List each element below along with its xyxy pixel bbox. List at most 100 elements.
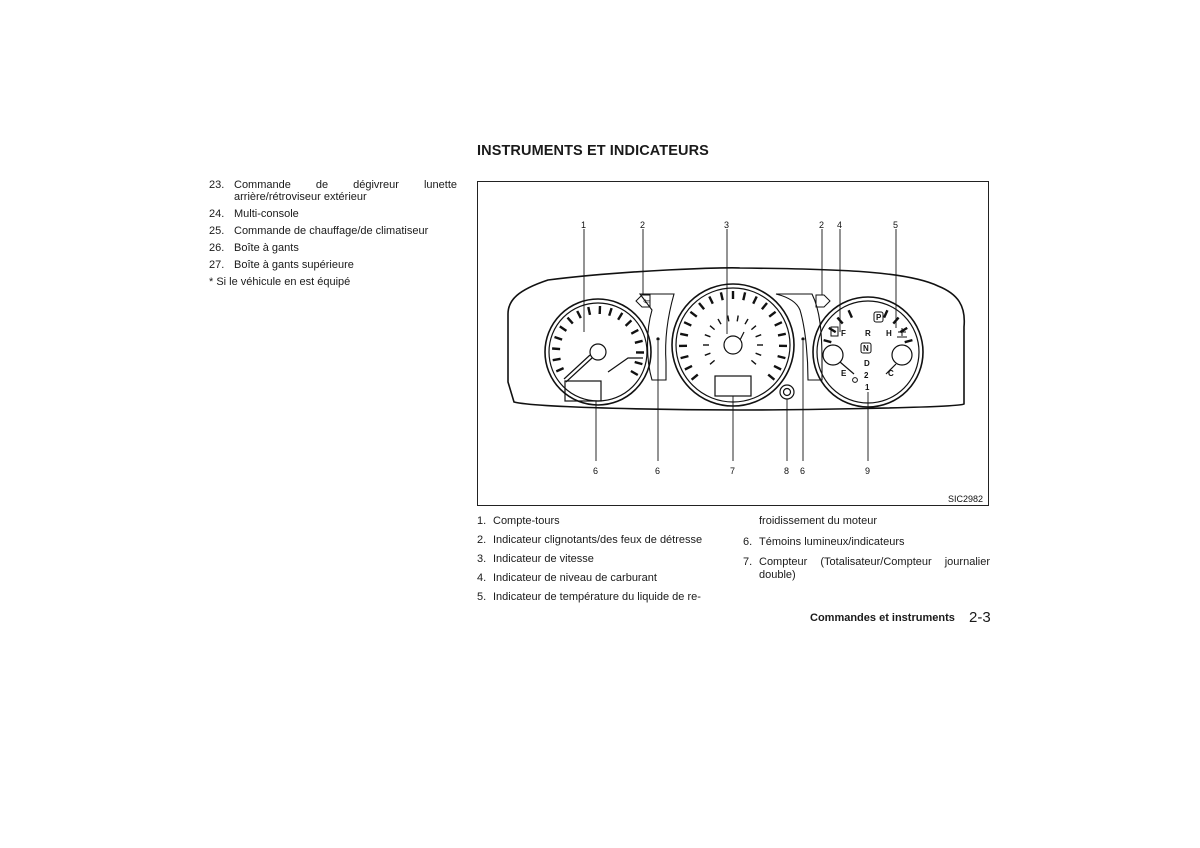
- callout-7: 7: [730, 466, 735, 476]
- warning-light-left: [656, 337, 660, 341]
- gear-1-letter: 1: [865, 383, 870, 392]
- left-list: 23. Commande de dégivreur lunette arrièr…: [209, 179, 457, 288]
- callout-9: 9: [865, 466, 870, 476]
- legend-continuation: froidissement du moteur: [759, 515, 877, 527]
- callout-lines-bottom: [595, 341, 869, 461]
- speedometer-tick: [719, 292, 724, 301]
- tachometer-tick: [554, 335, 563, 341]
- speedometer-inner-tick: [744, 318, 749, 325]
- speedometer-tick: [698, 302, 706, 311]
- temp-hot-letter: H: [886, 329, 892, 338]
- callout-2: 2: [640, 220, 645, 230]
- callout-4: 4: [837, 220, 842, 230]
- temp-cold-letter: C: [888, 369, 894, 378]
- legend-number: 3.: [477, 553, 487, 565]
- speedometer-tick: [767, 373, 776, 381]
- callout-3: 3: [724, 220, 729, 230]
- fuel-empty-letter: E: [841, 369, 847, 378]
- temperature-gauge-tick: [883, 309, 889, 319]
- list-item: 25. Commande de chauffage/de climatiseur: [209, 225, 457, 237]
- legend-item: 7. Compteur (Totalisateur/Compteur journ…: [743, 556, 990, 582]
- list-item-text: Commande de chauffage/de climatiseur: [234, 225, 429, 237]
- legend-number: 1.: [477, 515, 487, 527]
- temperature-gauge-ticks: [883, 309, 913, 344]
- page-title: INSTRUMENTS ET INDICATEURS: [477, 143, 709, 159]
- legend-text: Compte-tours: [493, 515, 560, 527]
- speedometer-inner-tick: [736, 315, 739, 322]
- right-turn-arrow-icon: [815, 294, 831, 308]
- gear-p-letter: P: [876, 313, 882, 322]
- speedometer-tick: [742, 292, 747, 301]
- speedometer-tick: [768, 310, 777, 318]
- list-item: 27. Boîte à gants supérieure: [209, 259, 457, 271]
- speedometer-tick: [680, 354, 689, 360]
- legend-number: 2.: [477, 534, 487, 546]
- legend-item: 6.Témoins lumineux/indicateurs: [743, 536, 905, 549]
- legend-item: 1. Compte-tours: [477, 515, 560, 528]
- temperature-gauge-tick: [904, 338, 913, 344]
- tachometer-tick: [617, 312, 624, 321]
- legend-number: 4.: [477, 572, 487, 584]
- legend-text: Indicateur de niveau de carburant: [493, 572, 657, 584]
- tachometer-tick: [634, 339, 643, 344]
- speedometer-inner-tick: [727, 315, 730, 322]
- speedometer-tick: [683, 321, 692, 327]
- tachometer-tick: [552, 347, 561, 351]
- left-turn-arrow-glyph: ⇦: [643, 296, 651, 306]
- warning-light-right: [801, 337, 805, 341]
- speedometer-inner-tick: [750, 359, 757, 365]
- fuel-gauge-tick: [847, 309, 853, 319]
- speedometer-tick: [679, 332, 689, 337]
- combination-gauge: [812, 296, 924, 408]
- tachometer-tick: [566, 316, 574, 325]
- speedometer-tick: [684, 364, 693, 371]
- legend-item: 3.Indicateur de vitesse: [477, 553, 594, 566]
- list-item: 26. Boîte à gants: [209, 242, 457, 254]
- legend-text: Compteur (Totalisateur/Compteur journali…: [759, 556, 990, 568]
- tachometer-tick: [630, 369, 639, 377]
- gear-r-letter: R: [865, 329, 871, 338]
- callout-6: 6: [800, 466, 805, 476]
- speedometer-inner-tick: [750, 325, 757, 331]
- legend-item: 4. Indicateur de niveau de carburant: [477, 572, 657, 585]
- speedometer-inner-tick: [709, 359, 716, 365]
- list-item-text: Boîte à gants supérieure: [234, 259, 354, 271]
- speedometer: [671, 283, 795, 407]
- speedometer-tick: [708, 295, 714, 305]
- callout-5: 5: [893, 220, 898, 230]
- tachometer-tick: [624, 319, 633, 327]
- gear-2-letter: 2: [864, 371, 869, 380]
- speedometer-inner-tick: [755, 352, 762, 356]
- list-item-text: Boîte à gants: [234, 242, 299, 254]
- callout-8: 8: [784, 466, 789, 476]
- speedometer-inner-ticks: [703, 315, 763, 365]
- list-item-text-continued: arrière/rétroviseur extérieur: [234, 191, 367, 203]
- tachometer-ticks: [552, 305, 645, 377]
- fuel-pump-icon: [830, 326, 839, 337]
- speedometer-tick: [760, 302, 768, 311]
- legend-column-2: froidissement du moteur 6.Témoins lumine…: [743, 515, 993, 590]
- callout-6: 6: [593, 466, 598, 476]
- speedometer-inner-tick: [704, 334, 711, 338]
- list-item-number: 27.: [209, 259, 225, 271]
- page-number: 2-3: [969, 609, 991, 626]
- gear-d-letter: D: [864, 359, 870, 368]
- list-item-text: Commande de dégivreur lunette: [234, 179, 457, 191]
- legend-column-1: 1. Compte-tours 2.Indicateur clignotants/…: [477, 515, 727, 610]
- tachometer-tick: [576, 310, 582, 319]
- fuel-gauge-tick: [823, 338, 832, 344]
- speedometer-inner-tick: [717, 318, 722, 325]
- cluster-housing: [507, 267, 966, 411]
- list-item: 23. Commande de dégivreur lunette arrièr…: [209, 179, 457, 203]
- instrument-cluster-figure: ⇦: [477, 181, 989, 506]
- footnote: * Si le véhicule en est équipé: [209, 276, 351, 288]
- legend-item: 2.Indicateur clignotants/des feux de dét…: [477, 534, 702, 547]
- speedometer-inner-tick: [709, 325, 716, 331]
- footer-section-title: Commandes et instruments: [810, 612, 955, 624]
- legend-number: 5.: [477, 591, 487, 603]
- tachometer-tick: [587, 306, 592, 316]
- callout-lines-top: [583, 229, 897, 334]
- list-item-text: Multi-console: [234, 208, 299, 220]
- speedometer-inner-tick: [704, 352, 711, 356]
- left-turn-arrow-icon: [635, 294, 651, 308]
